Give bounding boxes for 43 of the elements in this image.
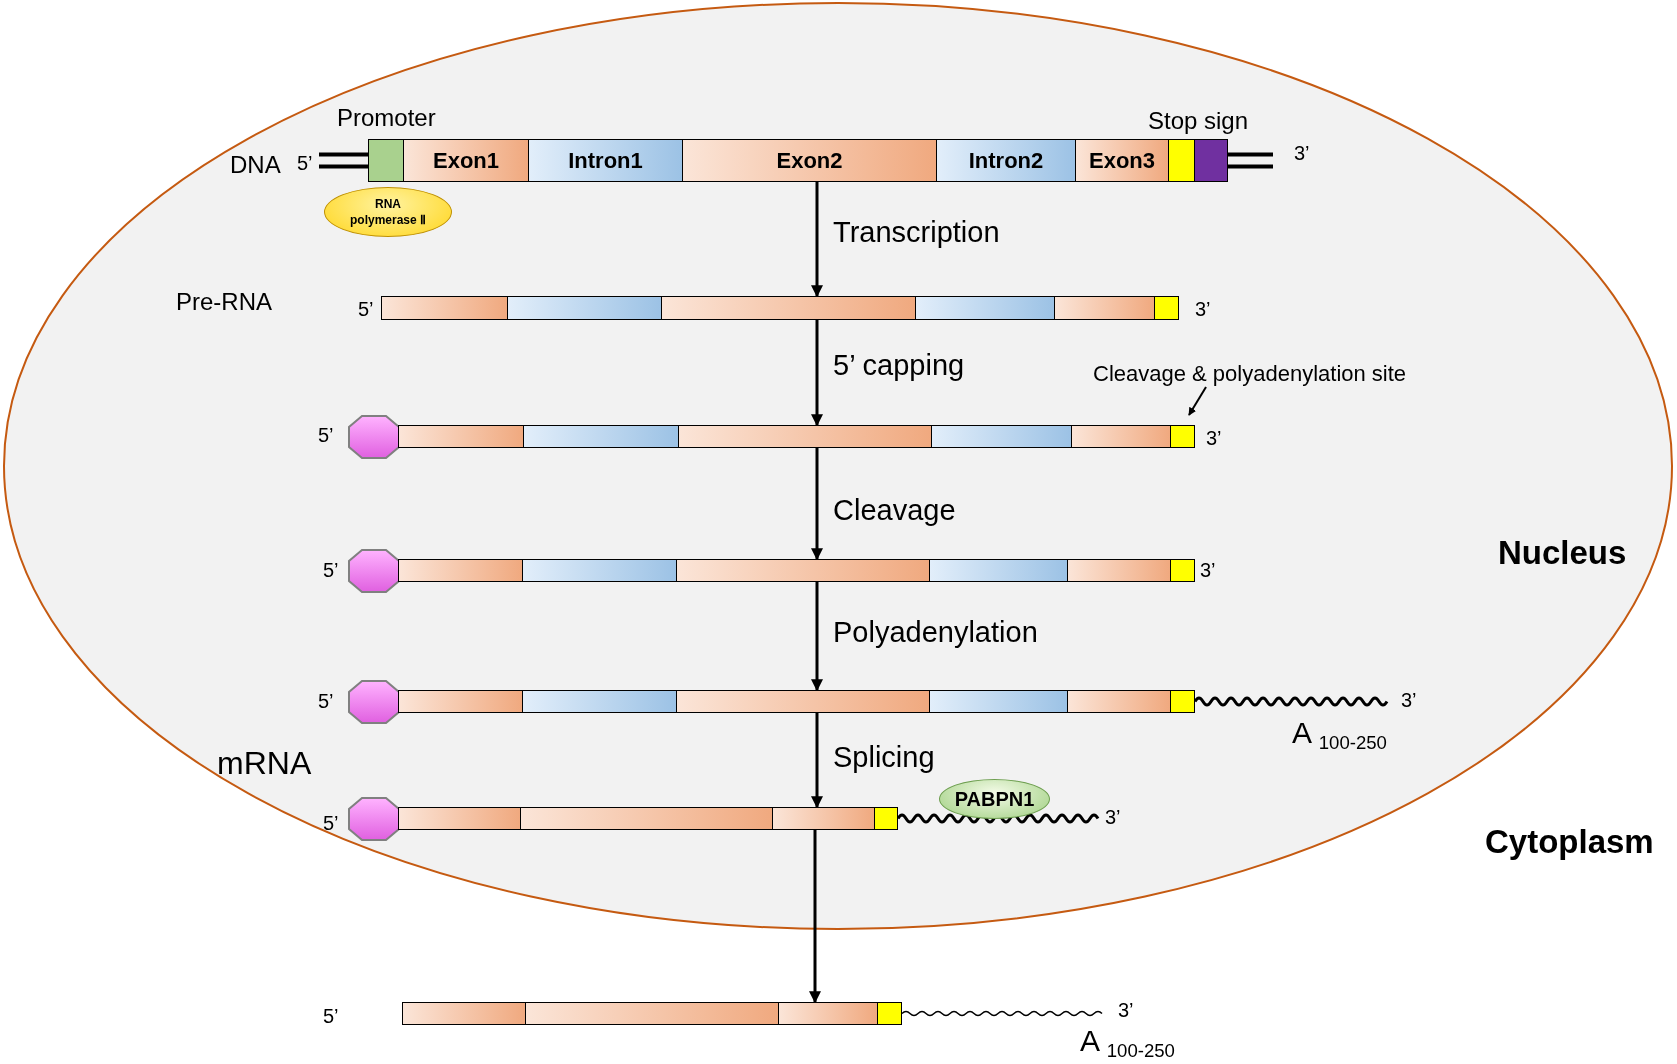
strand-label: 3’ [1200, 558, 1216, 582]
rna-strand-drawing [402, 1002, 902, 1025]
strand-label: 5’ [297, 151, 313, 175]
intron-segment: Intron2 [937, 140, 1076, 181]
strand-label: 3’ [1294, 141, 1310, 165]
strand-label: 5’ [358, 297, 374, 321]
strand-label: DNA [230, 151, 281, 179]
arrow [811, 448, 823, 561]
region-label: Cytoplasm [1485, 823, 1654, 861]
dna-strand [368, 139, 1228, 182]
strand-label: 5’ [323, 558, 339, 582]
strand-label: 5’ [318, 423, 334, 447]
part-label: Promoter [337, 104, 436, 132]
arrow [811, 182, 823, 298]
strand-label: 3’ [1401, 688, 1417, 712]
annotation-text: Cleavage & polyadenylation site [1093, 361, 1407, 387]
strand-label: Pre-RNA [176, 288, 272, 316]
strand-label: mRNA [217, 744, 312, 782]
strand-label: 5’ [323, 811, 339, 835]
strand-label: A $_{100-250}$ [1080, 1023, 1175, 1063]
exon-segment: Exon3 [1076, 140, 1169, 181]
strand-label: 5’ [323, 1004, 339, 1028]
rna-strand-drawing [398, 807, 898, 830]
strand-label: A $_{100-250}$ [1292, 715, 1387, 755]
rna-strand-drawing [381, 296, 1179, 320]
exon-segment: Exon2 [683, 140, 937, 181]
strand-label: 3’ [1105, 805, 1121, 829]
rna-strand-drawing [398, 425, 1195, 448]
strand-label: 3’ [1118, 998, 1134, 1022]
rna-strand-drawing [398, 690, 1195, 713]
region-label: Nucleus [1498, 534, 1627, 572]
arrow [811, 713, 823, 809]
arrow [811, 320, 823, 427]
arrow [809, 830, 821, 1004]
strand-label: 3’ [1195, 297, 1211, 321]
arrow [811, 582, 823, 692]
strand-label: 5’ [318, 689, 334, 713]
intron-segment: Intron1 [529, 140, 683, 181]
rna-strand-drawing [398, 559, 1195, 582]
strand-label: 3’ [1206, 426, 1222, 450]
leader-arrow [1188, 386, 1207, 416]
part-label: Stop sign [1148, 107, 1249, 135]
exon-segment: Exon1 [404, 140, 529, 181]
